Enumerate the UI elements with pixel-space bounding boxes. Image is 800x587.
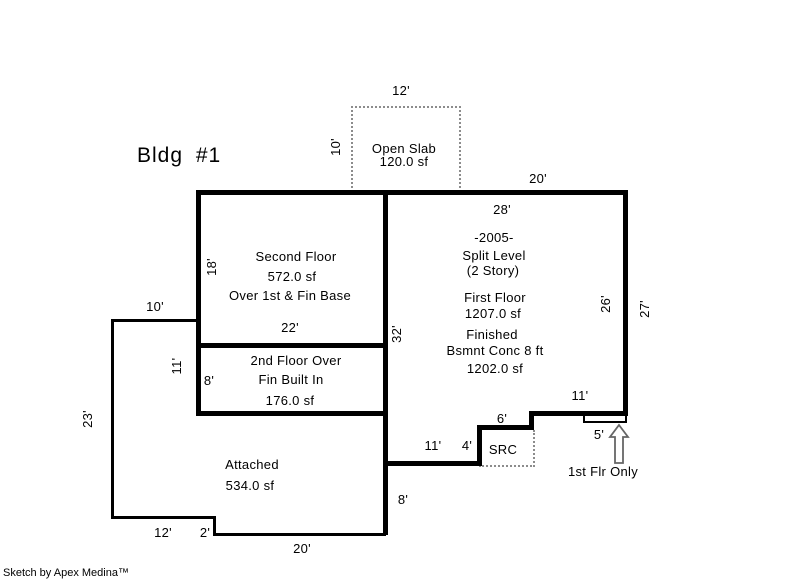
wall-left-main — [196, 190, 201, 416]
wall-bottom-segment — [383, 461, 482, 466]
up-arrow-icon — [608, 423, 630, 464]
basement-size: 1202.0 sf — [466, 361, 524, 376]
dim-stoop-width: 5' — [593, 427, 605, 442]
fin-built-label-1: 2nd Floor Over — [250, 353, 342, 368]
fin-built-size: 176.0 sf — [265, 393, 315, 408]
stories-label: (2 Story) — [466, 263, 520, 278]
open-slab-outline — [351, 106, 461, 192]
dim-attached-bottom-left: 12' — [154, 525, 172, 540]
attached-label: Attached — [225, 457, 279, 472]
dim-right-top-width: 28' — [493, 202, 511, 217]
wall-src-left — [477, 425, 482, 466]
watermark-text: Sketch by Apex Medina™ — [3, 567, 129, 579]
dim-stoop-segment: 11' — [571, 388, 589, 403]
dim-slab-height: 10' — [328, 138, 343, 156]
src-label: SRC — [488, 442, 518, 457]
wall-right — [623, 190, 628, 416]
wall-top — [196, 190, 628, 195]
building-title: Bldg #1 — [137, 144, 222, 167]
basement-label-2: Bsmnt Conc 8 ft — [446, 343, 544, 358]
dim-bottom-segment: 11' — [424, 438, 442, 453]
dim-second-floor-height: 18' — [204, 258, 219, 276]
year-label: -2005- — [474, 230, 514, 245]
dim-attached-bottom: 20' — [293, 541, 311, 556]
first-floor-label: First Floor — [464, 290, 526, 305]
dim-attached-right: 8' — [397, 492, 409, 507]
second-floor-note: Over 1st & Fin Base — [228, 288, 352, 303]
attached-wall-step — [213, 516, 216, 536]
attached-wall-top — [111, 319, 199, 322]
basement-label-1: Finished — [466, 327, 518, 342]
wall-finbuilt-bottom — [196, 411, 388, 416]
fin-built-label-2: Fin Built In — [258, 372, 324, 387]
dim-slab-width: 12' — [392, 83, 410, 98]
open-slab-label: Open Slab — [371, 141, 437, 156]
attached-wall-left — [111, 319, 114, 519]
dim-attached-top: 10' — [146, 299, 164, 314]
wall-step-top — [529, 411, 628, 416]
dim-src-top: 6' — [496, 411, 508, 426]
open-slab-size: 120.0 sf — [379, 154, 429, 169]
dim-right-inner-height: 26' — [598, 295, 613, 313]
wall-center-divider — [383, 190, 388, 535]
dim-shared-wall-height: 32' — [389, 325, 404, 343]
dim-right-top-offset: 20' — [529, 171, 547, 186]
src-dotted-bottom-line — [479, 465, 535, 467]
wall-mid-divider — [196, 343, 388, 348]
wall-step-vert1 — [529, 411, 534, 430]
second-floor-size: 572.0 sf — [267, 269, 317, 284]
src-dotted-right-line — [533, 430, 535, 467]
dim-right-outer-height: 27' — [637, 300, 652, 318]
dim-attached-left: 23' — [80, 410, 95, 428]
dim-attached-step: 2' — [199, 525, 211, 540]
wall-src-top — [477, 425, 534, 430]
dim-fin-built-height: 8' — [203, 373, 215, 388]
second-floor-label: Second Floor — [255, 249, 337, 264]
style-label: Split Level — [462, 248, 526, 263]
dim-second-floor-width: 22' — [281, 320, 299, 335]
attached-size: 534.0 sf — [225, 478, 275, 493]
dim-src-left: 4' — [461, 438, 473, 453]
stoop-note-label: 1st Flr Only — [567, 464, 639, 479]
attached-wall-bottom1 — [111, 516, 216, 519]
attached-wall-bottom2 — [213, 533, 386, 536]
first-floor-size: 1207.0 sf — [464, 306, 522, 321]
dim-fin-built-left: 11' — [169, 357, 184, 375]
